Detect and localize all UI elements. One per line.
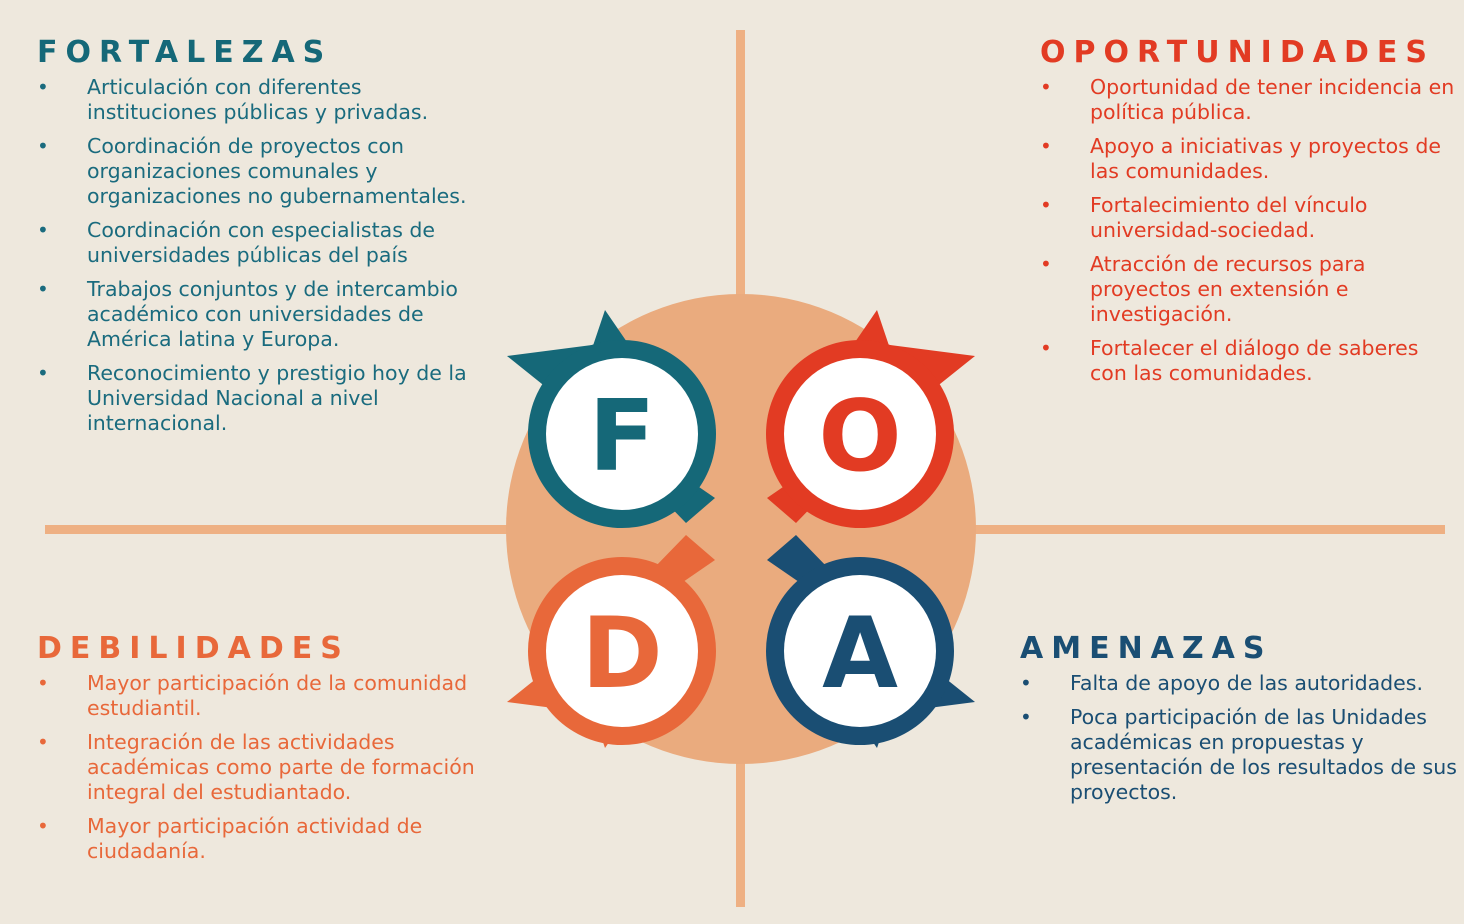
debilidades-item: Mayor participación de la comunidad estu… bbox=[37, 671, 477, 721]
f-letter: F bbox=[589, 380, 656, 494]
amenazas-list: Falta de apoyo de las autoridades. Poca … bbox=[1020, 671, 1460, 805]
a-badge: A bbox=[766, 535, 975, 748]
fortalezas-item: Trabajos conjuntos y de intercambio acad… bbox=[37, 277, 477, 352]
oportunidades-list: Oportunidad de tener incidencia en polít… bbox=[1040, 75, 1460, 386]
f-badge: F bbox=[507, 310, 716, 528]
oportunidades-item: Oportunidad de tener incidencia en polít… bbox=[1040, 75, 1460, 125]
d-badge: D bbox=[507, 535, 716, 748]
debilidades-item: Integración de las actividades académica… bbox=[37, 730, 477, 805]
oportunidades-item: Fortalecer el diálogo de saberes con las… bbox=[1040, 336, 1460, 386]
oportunidades-section: OPORTUNIDADES Oportunidad de tener incid… bbox=[1040, 35, 1460, 395]
fortalezas-section: FORTALEZAS Articulación con diferentes i… bbox=[37, 35, 477, 445]
debilidades-list: Mayor participación de la comunidad estu… bbox=[37, 671, 477, 864]
fortalezas-item: Coordinación con especialistas de univer… bbox=[37, 218, 477, 268]
a-letter: A bbox=[822, 597, 898, 711]
amenazas-section: AMENAZAS Falta de apoyo de las autoridad… bbox=[1020, 631, 1460, 814]
fortalezas-item: Articulación con diferentes institucione… bbox=[37, 75, 477, 125]
debilidades-section: DEBILIDADES Mayor participación de la co… bbox=[37, 631, 477, 873]
oportunidades-item: Apoyo a iniciativas y proyectos de las c… bbox=[1040, 134, 1460, 184]
debilidades-title: DEBILIDADES bbox=[37, 631, 350, 666]
fortalezas-list: Articulación con diferentes institucione… bbox=[37, 75, 477, 436]
debilidades-item: Mayor participación actividad de ciudada… bbox=[37, 814, 477, 864]
oportunidades-item: Atracción de recursos para proyectos en … bbox=[1040, 252, 1460, 327]
amenazas-item: Falta de apoyo de las autoridades. bbox=[1020, 671, 1460, 696]
amenazas-item: Poca participación de las Unidades acadé… bbox=[1020, 705, 1460, 805]
o-badge: O bbox=[766, 310, 975, 528]
amenazas-title: AMENAZAS bbox=[1020, 631, 1273, 666]
fortalezas-item: Reconocimiento y prestigio hoy de la Uni… bbox=[37, 361, 477, 436]
oportunidades-item: Fortalecimiento del vínculo universidad-… bbox=[1040, 193, 1460, 243]
fortalezas-item: Coordinación de proyectos con organizaci… bbox=[37, 134, 477, 209]
o-letter: O bbox=[818, 380, 901, 494]
fortalezas-title: FORTALEZAS bbox=[37, 35, 333, 70]
oportunidades-title: OPORTUNIDADES bbox=[1040, 35, 1435, 70]
d-letter: D bbox=[581, 597, 662, 711]
